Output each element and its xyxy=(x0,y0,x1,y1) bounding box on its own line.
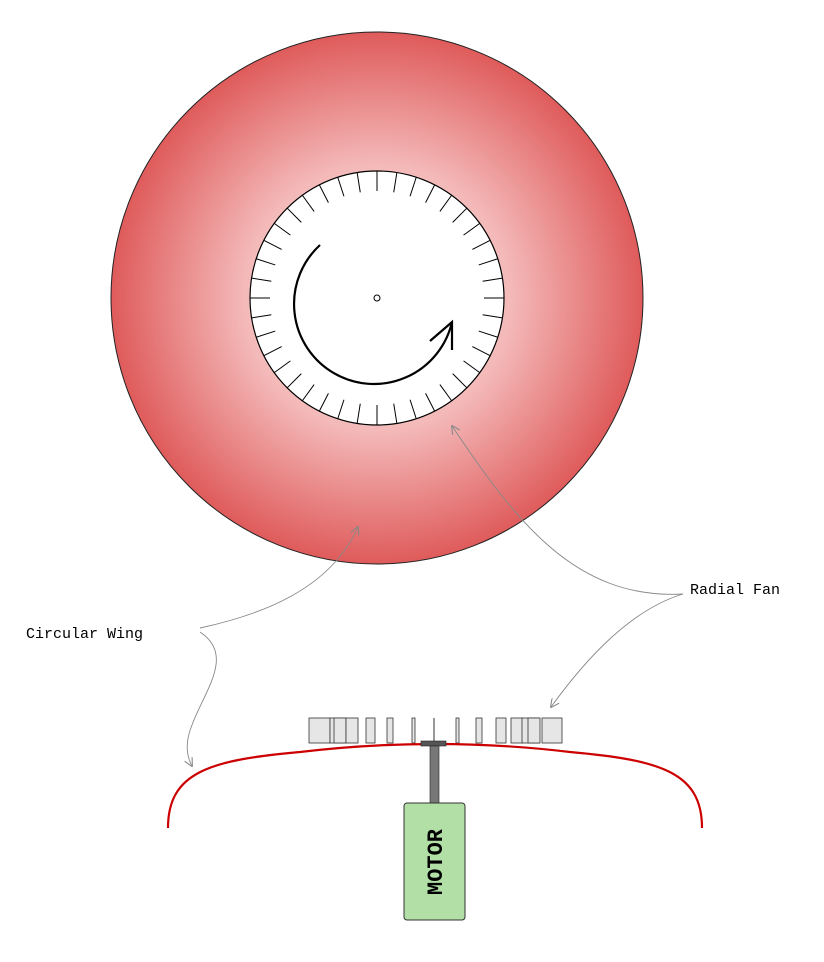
fan-blade-tick xyxy=(337,177,345,197)
fan-blade-profile xyxy=(475,717,483,744)
fan-blade-tick xyxy=(251,314,272,319)
fan-blade-tick xyxy=(439,194,453,212)
fan-blade-tick xyxy=(337,399,345,419)
fan-hub-plate xyxy=(420,740,447,747)
fan-blade-profile xyxy=(308,717,331,744)
motor-shaft xyxy=(429,745,440,804)
wing-leader-to-profile xyxy=(187,631,217,766)
fan-blade-tick xyxy=(263,239,282,250)
fan-blade-tick xyxy=(318,184,329,203)
fan-blade-profile xyxy=(333,717,347,744)
fan-blade-tick xyxy=(452,373,468,389)
fan-blade-ticks xyxy=(250,171,504,425)
fan-leader-to-profile xyxy=(551,593,684,707)
fan-blade-tick xyxy=(256,330,276,338)
fan-blade-tick xyxy=(463,360,481,374)
fan-blade-profile xyxy=(495,717,507,744)
fan-blade-tick xyxy=(409,399,417,419)
fan-blade-profile xyxy=(411,717,416,744)
fan-blade-tick xyxy=(472,239,491,250)
radial-fan-top-view xyxy=(249,170,505,426)
motor-body xyxy=(403,802,466,921)
fan-hub xyxy=(373,294,381,302)
wing-leader-to-disc xyxy=(199,527,358,629)
fan-blade-tick xyxy=(273,222,291,236)
fan-blade-profile xyxy=(365,717,376,744)
radial-fan-side-view xyxy=(308,717,563,744)
fan-leader-to-disc xyxy=(452,426,684,595)
fan-blade-tick xyxy=(356,403,361,424)
fan-blade-tick xyxy=(393,172,398,193)
fan-blade-tick xyxy=(301,194,315,212)
radial-fan-label: Radial Fan xyxy=(690,582,780,599)
fan-blade-tick xyxy=(286,373,302,389)
fan-blade-tick xyxy=(356,172,361,193)
fan-blade-tick xyxy=(439,384,453,402)
fan-blade-tick xyxy=(425,393,436,412)
fan-blade-tick xyxy=(409,177,417,197)
fan-blade-tick xyxy=(472,346,491,357)
fan-blade-tick xyxy=(478,330,498,338)
fan-blade-tick xyxy=(318,393,329,412)
fan-blade-tick xyxy=(452,207,468,223)
fan-blade-profile xyxy=(455,717,460,744)
fan-blade-profile xyxy=(541,717,563,744)
fan-blade-tick xyxy=(425,184,436,203)
fan-blade-profile xyxy=(345,717,359,744)
leader-lines xyxy=(187,426,684,766)
fan-blade-tick xyxy=(393,403,398,424)
fan-blade-tick xyxy=(273,360,291,374)
circular-wing-label: Circular Wing xyxy=(26,626,143,643)
rotation-arrow xyxy=(292,244,454,386)
fan-blade-tick xyxy=(482,277,503,282)
fan-blade-tick xyxy=(251,277,272,282)
rotation-arrow-head xyxy=(429,319,454,350)
fan-blade-tick xyxy=(263,346,282,357)
fan-blade-tick xyxy=(256,258,276,266)
fan-blade-tick xyxy=(463,222,481,236)
fan-blade-tick xyxy=(482,314,503,319)
fan-blade-tick xyxy=(301,384,315,402)
fan-blade-profile xyxy=(510,717,524,744)
fan-blade-tick xyxy=(478,258,498,266)
fan-blade-profile xyxy=(527,717,541,744)
motor-label: MOTOR xyxy=(424,828,449,895)
fan-blade-profile xyxy=(386,717,394,744)
fan-blade-tick xyxy=(286,207,302,223)
